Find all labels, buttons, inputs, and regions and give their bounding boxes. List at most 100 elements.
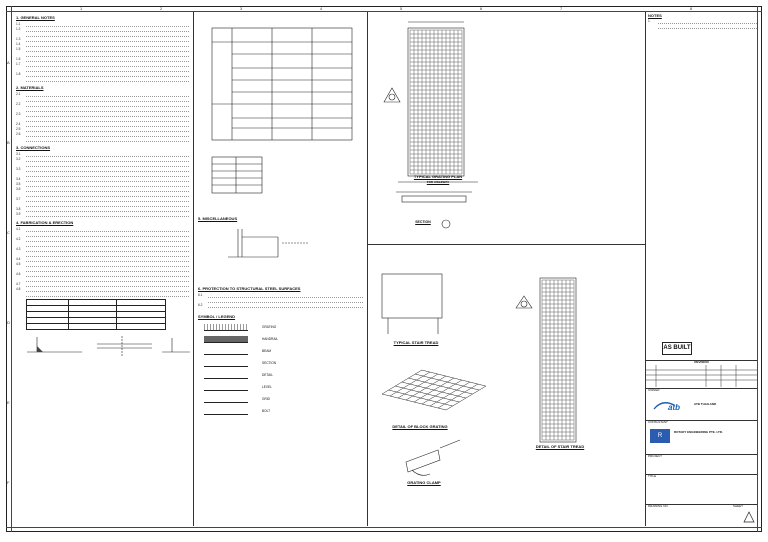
note-line: 3.4 — [16, 177, 189, 182]
project-block: PROJECT — [646, 454, 757, 474]
clamp-title: GRATING CLAMP — [407, 480, 441, 485]
drawing-divider — [368, 244, 645, 245]
plan-subtitle: FOR AISLEWAY — [426, 180, 450, 184]
legend-label: BOLT — [262, 409, 271, 413]
legend-label: DETAIL — [262, 373, 273, 377]
note-line — [16, 97, 189, 102]
notes-header: NOTES — [648, 13, 662, 18]
revision-header: REVISION — [694, 360, 709, 364]
weld-detail-diagram — [27, 336, 190, 356]
note-line: 1.8 — [16, 72, 189, 77]
section-heading: 1. GENERAL NOTES — [16, 15, 55, 20]
atb-logo: atb — [653, 402, 680, 412]
grating-bar — [414, 373, 480, 391]
revision-table: REVISION — [646, 360, 757, 388]
legend-row: BOLT — [198, 405, 363, 417]
revision-triangle-icon — [743, 511, 755, 523]
sheet-border — [6, 6, 762, 532]
grating-bar — [388, 389, 453, 407]
note-line — [16, 242, 189, 247]
section-heading: 6. PROTECTION TO STRUCTURAL STEEL SURFAC… — [198, 286, 301, 291]
legend-label: HANDRAIL — [262, 337, 279, 341]
note-line: 4.2 — [16, 237, 189, 242]
row-mark: B — [7, 140, 10, 145]
note-line: 3.7 — [16, 197, 189, 202]
note-line: 3.2 — [16, 157, 189, 162]
legend-symbol — [204, 396, 248, 403]
note-line: 4.3 — [16, 247, 189, 252]
note-line — [16, 192, 189, 197]
col-mark: 7 — [560, 6, 563, 11]
legend-symbol — [204, 360, 248, 367]
drawing-no-label: DRAWING NO. — [648, 504, 669, 508]
legend-row: SECTION — [198, 357, 363, 369]
block-grating-title: DETAIL OF BLOCK GRATING — [392, 424, 448, 429]
note-line — [16, 172, 189, 177]
legend-row: LEVEL — [198, 381, 363, 393]
stair-tread-title: TYPICAL STAIR TREAD — [393, 340, 439, 345]
row-mark: E — [7, 400, 10, 405]
legend-label: GRATING — [262, 325, 277, 329]
plan-title: TYPICAL GRATING PLAN — [413, 174, 463, 179]
consultant-label: CONSULTANT — [648, 420, 668, 424]
note-line: 3.8 — [16, 207, 189, 212]
project-label: PROJECT — [648, 454, 663, 458]
sheet-label: SHEET — [732, 504, 743, 508]
note-line: 1.1 — [16, 22, 189, 27]
row-mark: C — [7, 230, 10, 235]
note-line: 2.1 — [16, 92, 189, 97]
owner-block: OWNER atb ATB THAILAND — [646, 388, 757, 420]
note-line: 4.7 — [16, 282, 189, 287]
col-mark: 3 — [240, 6, 243, 11]
left-grid-ruler — [6, 6, 12, 532]
right-grid-ruler — [757, 6, 763, 532]
legend-row: DETAIL — [198, 369, 363, 381]
title-block: NOTES 1. REVISION OWNER atb ATB THAILAND… — [646, 12, 757, 526]
drawing-column: TYPICAL GRATING PLAN FOR AISLEWAY SECTIO… — [368, 12, 646, 526]
note-line: 4.4 — [16, 257, 189, 262]
stair-and-grating-details — [381, 273, 577, 476]
drawing-number-block: DRAWING NO. SHEET — [646, 504, 757, 526]
title-info-block: TITLE — [646, 474, 757, 504]
note-line: 3.9 — [16, 212, 189, 217]
section-heading: 3. CONNECTIONS — [16, 145, 51, 150]
note-line: 2.6 — [16, 132, 189, 137]
grating-bar — [401, 381, 466, 399]
legend-symbol — [204, 384, 248, 391]
owner-name: ATB THAILAND — [694, 402, 717, 406]
legend-row: GRID — [198, 393, 363, 405]
connection-capacity-table — [211, 27, 353, 141]
note-line: 4.6 — [16, 272, 189, 277]
legend-symbol — [204, 323, 248, 331]
note-line: 1.3 — [16, 37, 189, 42]
col-mark: 4 — [320, 6, 323, 11]
note-line: 4.5 — [16, 262, 189, 267]
grating-bar — [395, 385, 460, 403]
note-line — [16, 107, 189, 112]
section-heading: 2. MATERIALS — [16, 85, 44, 90]
legend-symbol — [204, 335, 248, 343]
note-line: 3.6 — [16, 187, 189, 192]
note-line: 4.8 — [16, 287, 189, 292]
legend-symbol — [204, 348, 248, 355]
bolt-table — [26, 299, 166, 330]
grating-bar — [421, 369, 486, 387]
grating-bar — [408, 377, 473, 395]
section-heading: 4. FABRICATION & ERECTION — [16, 220, 74, 225]
note-line: 2.4 — [16, 122, 189, 127]
legend-symbol — [204, 372, 248, 379]
section-heading: SYMBOL / LEGEND — [198, 314, 236, 319]
legend-label: SECTION — [262, 361, 277, 365]
note-line — [16, 117, 189, 122]
grating-bar — [445, 385, 487, 411]
section-title: SECTION — [415, 220, 431, 224]
note-line: 2.3 — [16, 112, 189, 117]
section-heading: 5. MISCELLANEOUS — [198, 216, 238, 221]
note-line — [16, 232, 189, 237]
grating-bar-detail — [228, 229, 308, 258]
note-line: 3.5 — [16, 182, 189, 187]
note-line: 3.1 — [16, 152, 189, 157]
bottom-grid-ruler — [6, 527, 762, 533]
